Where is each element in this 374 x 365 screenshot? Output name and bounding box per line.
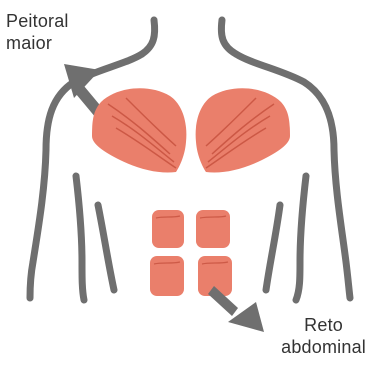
abdominal-muscles [150, 210, 232, 296]
pectoral-label-line1: Peitoral [6, 10, 69, 32]
abdominal-label-line2: abdominal [281, 336, 366, 358]
pectoral-label-line2: maior [6, 32, 69, 54]
waist-left-line [98, 205, 114, 290]
arm-inner-left-line [76, 176, 84, 300]
waist-right-line [266, 205, 280, 290]
pectoral-label: Peitoral maior [6, 10, 69, 54]
pectoral-muscles [92, 88, 290, 172]
abdominal-label: Reto abdominal [281, 314, 366, 358]
abdominal-label-line1: Reto [281, 314, 366, 336]
neck-left-line [142, 20, 155, 54]
arm-inner-right-line [296, 176, 306, 300]
neck-right-line [221, 20, 236, 54]
arrow-down-right-icon [208, 286, 264, 332]
